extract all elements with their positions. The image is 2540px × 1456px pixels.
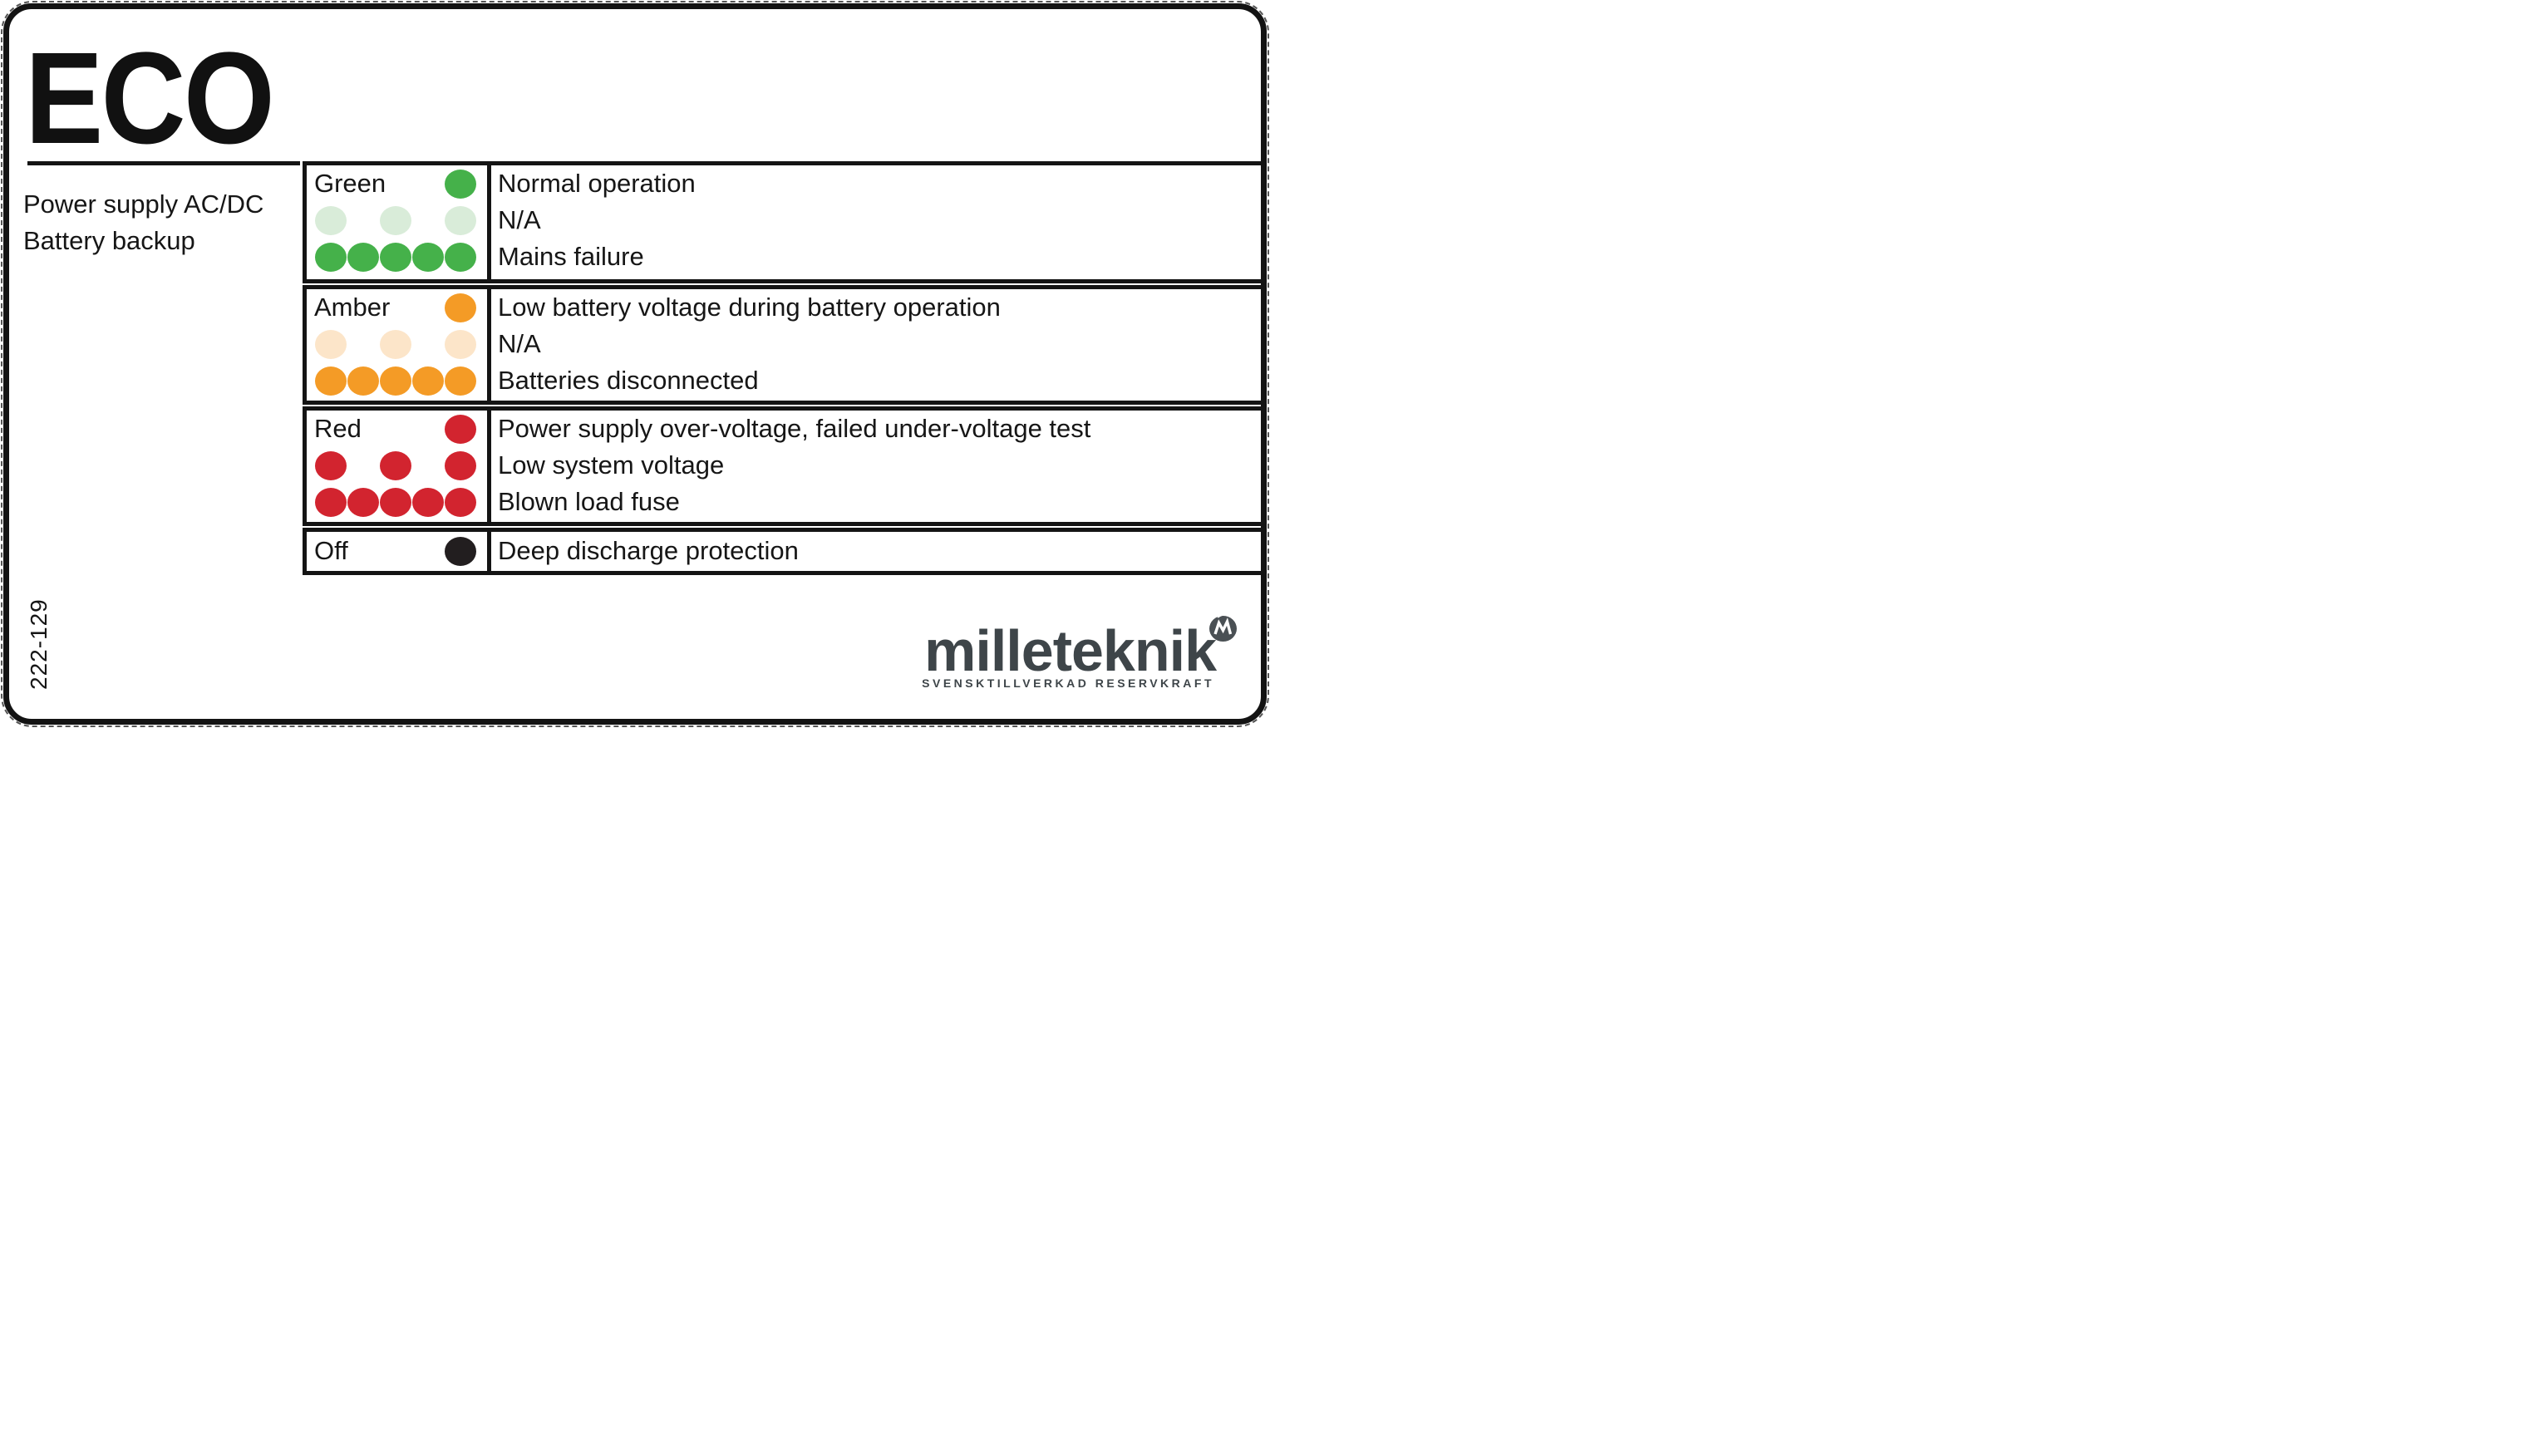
column-divider [487, 532, 491, 571]
led-dot-amber-solid [411, 366, 444, 396]
led-dot-green-faded [379, 205, 411, 235]
description-cell-red: Power supply over-voltage, failed under-… [491, 411, 1261, 522]
product-name: ECO [25, 26, 275, 171]
led-dot-red-solid [444, 450, 476, 480]
led-dot-red-solid [314, 450, 347, 480]
description-text: Batteries disconnected [498, 366, 759, 395]
led-line-amber-fast [314, 362, 476, 399]
led-line-off: Off [314, 532, 476, 570]
led-row-amber: Amber Low battery voltage during battery… [303, 285, 1265, 405]
row-label-off: Off [314, 536, 348, 565]
led-row-green: Green Normal operation N/A Mains failure [303, 161, 1265, 283]
description-text: Low battery voltage during battery opera… [498, 293, 1001, 322]
led-dot-green-solid [347, 242, 379, 272]
description-text: Power supply over-voltage, failed under-… [498, 414, 1091, 443]
eco-label: { "product": { "name": "ECO", "type_line… [0, 0, 1270, 728]
milleteknik-logo: milleteknik SVENSKTILLVERKAD RESERVKRAFT [914, 613, 1243, 698]
led-dot-amber-solid [347, 366, 379, 396]
led-line-red-steady: Red [314, 411, 476, 447]
description-text: N/A [498, 205, 541, 234]
led-dot-amber-faded [379, 329, 411, 359]
header-rule [27, 161, 300, 165]
led-dot-red-solid [347, 487, 379, 517]
led-dot-green-faded [444, 205, 476, 235]
description-text: Deep discharge protection [498, 536, 799, 565]
led-dot-green-faded [314, 205, 347, 235]
description-text: Low system voltage [498, 450, 725, 480]
led-dot-green-solid [379, 242, 411, 272]
led-dot-red-solid [444, 487, 476, 517]
description-text: N/A [498, 329, 541, 358]
description-text: Mains failure [498, 242, 644, 271]
row-label-amber: Amber [314, 293, 391, 322]
led-dot-green-solid [411, 242, 444, 272]
led-dot-red-solid [379, 450, 411, 480]
row-label-green: Green [314, 169, 386, 198]
led-dot-red-solid [411, 487, 444, 517]
led-line-green-fast [314, 239, 476, 275]
description-cell-amber: Low battery voltage during battery opera… [491, 289, 1261, 401]
led-dot-off [444, 536, 476, 566]
led-dot-amber-solid [314, 366, 347, 396]
led-dot-green-solid [444, 242, 476, 272]
led-dot-amber-solid [444, 366, 476, 396]
description-cell-green: Normal operation N/A Mains failure [491, 165, 1261, 279]
column-divider [487, 411, 491, 522]
subtitle-line-1: Power supply AC/DC [23, 189, 264, 219]
led-dot-red-solid [444, 414, 476, 444]
led-dot-red-solid [379, 487, 411, 517]
column-divider [487, 165, 491, 279]
led-dot-green-solid [444, 169, 476, 199]
led-line-amber-blink [314, 326, 476, 362]
led-line-amber-steady: Amber [314, 289, 476, 326]
led-pattern-cell-red: Red [307, 411, 487, 522]
row-label-red: Red [314, 414, 362, 443]
led-line-red-fast [314, 484, 476, 520]
led-dot-amber-solid [379, 366, 411, 396]
description-text: Normal operation [498, 169, 696, 198]
description-cell-off: Deep discharge protection [491, 532, 1261, 571]
led-dot-red-solid [314, 487, 347, 517]
led-dot-amber-faded [444, 329, 476, 359]
subtitle-line-2: Battery backup [23, 225, 195, 255]
product-subtitle: Power supply AC/DC Battery backup [23, 186, 263, 258]
led-pattern-cell-green: Green [307, 165, 487, 279]
logo-tagline: SVENSKTILLVERKAD RESERVKRAFT [922, 676, 1214, 690]
led-pattern-cell-off: Off [307, 532, 487, 571]
led-dot-amber-faded [314, 329, 347, 359]
logo-brand-text: milleteknik [924, 618, 1217, 683]
led-line-red-blink [314, 447, 476, 484]
led-dot-green-solid [314, 242, 347, 272]
logo-lightning-badge-icon [1208, 613, 1241, 642]
led-dot-amber-solid [444, 293, 476, 322]
led-row-off: Off Deep discharge protection [303, 528, 1265, 575]
led-pattern-cell-amber: Amber [307, 289, 487, 401]
part-number: 222-129 [26, 598, 52, 690]
led-line-green-steady: Green [314, 165, 476, 202]
led-row-red: Red Power supply over-voltage, failed un… [303, 406, 1265, 526]
description-text: Blown load fuse [498, 487, 680, 516]
column-divider [487, 289, 491, 401]
led-line-green-blink [314, 202, 476, 239]
